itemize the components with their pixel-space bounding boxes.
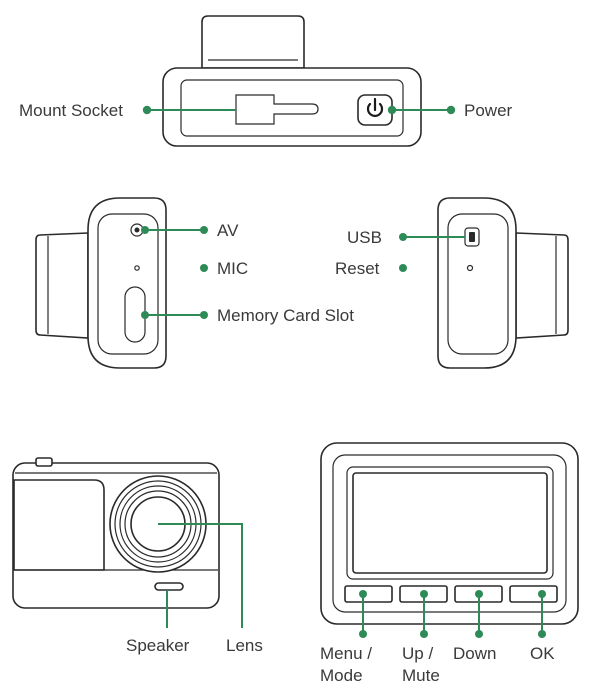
usb-label: USB [347, 228, 382, 247]
down-dot-bottom [475, 630, 483, 638]
top-panel [180, 79, 404, 137]
menu-dot-bottom [359, 630, 367, 638]
reset-hole [466, 264, 474, 272]
front-left-block [13, 479, 105, 571]
right-lens-housing [515, 232, 569, 339]
menu-button [344, 585, 393, 603]
power-dot-right [446, 105, 456, 115]
av-dot-right [200, 226, 208, 234]
left-side-body [87, 197, 167, 369]
memory-card-dot-right [200, 311, 208, 319]
lens-leader [158, 523, 243, 628]
up-mute-label-line2: Mute [402, 666, 440, 685]
power-label: Power [464, 101, 513, 120]
left-lens-housing [35, 232, 89, 339]
lens-label: Lens [226, 636, 263, 655]
lcd-screen [352, 472, 548, 574]
speaker-label: Speaker [126, 636, 190, 655]
mount-socket-shape [235, 94, 319, 125]
ok-dot-bottom [538, 630, 546, 638]
right-side-body [437, 197, 517, 369]
av-port-center [134, 227, 140, 233]
top-button-nub [35, 457, 53, 467]
front-view: Speaker Lens [12, 457, 263, 655]
menu-label-line2: Mode [320, 666, 363, 685]
av-label: AV [217, 221, 239, 240]
top-view: Mount Socket Power [19, 15, 513, 147]
mic-dot [200, 264, 208, 272]
memory-card-slot-label: Memory Card Slot [217, 306, 354, 325]
down-dot-top [475, 590, 483, 598]
up-mute-dot-bottom [420, 630, 428, 638]
back-view: Menu / Mode Up / Mute Down OK [320, 442, 579, 685]
ok-dot-top [538, 590, 546, 598]
mount-stub [201, 15, 305, 69]
reset-label: Reset [335, 259, 380, 278]
usb-dot [399, 233, 407, 241]
reset-dot [399, 264, 407, 272]
speaker-grille [154, 582, 184, 591]
power-icon [366, 97, 384, 117]
menu-dot-top [359, 590, 367, 598]
mic-label: MIC [217, 259, 248, 278]
mount-socket-dot [142, 105, 152, 115]
power-dot-left [387, 105, 397, 115]
ok-button [509, 585, 558, 603]
menu-label-line1: Menu / [320, 644, 372, 663]
av-dot-left [141, 226, 149, 234]
screen-frame [346, 466, 554, 580]
down-label: Down [453, 644, 496, 663]
ok-label: OK [530, 644, 555, 663]
right-side-panel [447, 213, 509, 355]
mount-socket-label: Mount Socket [19, 101, 123, 120]
left-side-panel [97, 213, 159, 355]
memory-card-dot-left [141, 311, 149, 319]
back-bezel [332, 454, 567, 613]
left-side-view: AV MIC Memory Card Slot [35, 197, 354, 369]
mic-hole [134, 265, 140, 271]
camera-top-body [162, 67, 422, 147]
up-mute-label-line1: Up / [402, 644, 433, 663]
right-side-view: USB Reset [335, 197, 569, 369]
up-mute-dot-top [420, 590, 428, 598]
